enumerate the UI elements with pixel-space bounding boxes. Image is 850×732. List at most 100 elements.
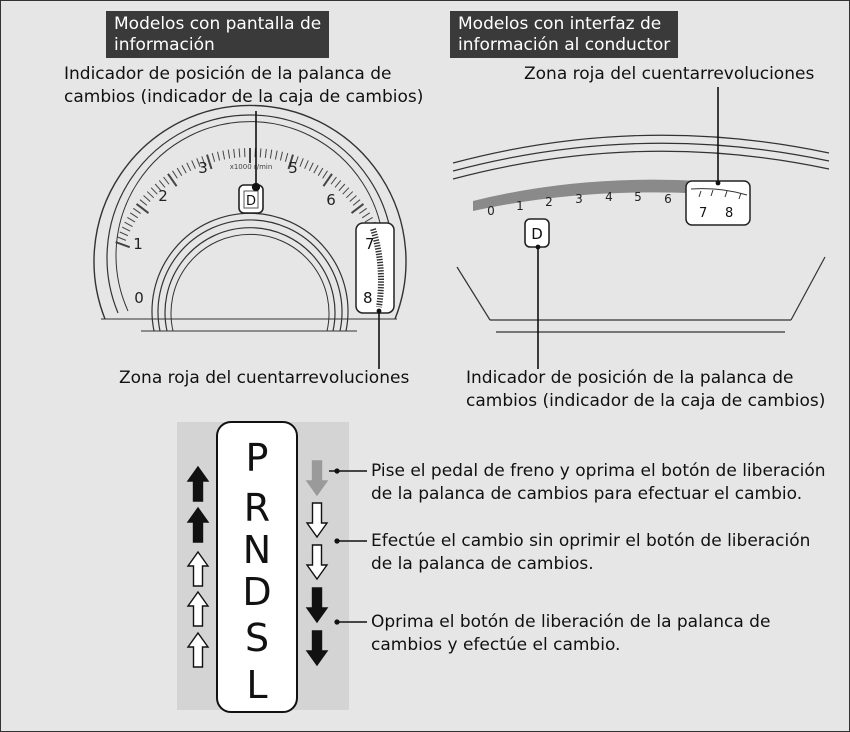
tick <box>299 158 304 167</box>
down-arrow-filled-icon <box>305 587 329 624</box>
tick <box>176 167 183 176</box>
tick <box>287 154 294 170</box>
tick <box>127 217 136 223</box>
up-arrow-outline-icon <box>186 590 210 627</box>
tag-info-display: Modelos con pantalla de información <box>106 11 330 58</box>
note-no-release: Efectúe el cambio sin oprimir el botón d… <box>371 531 811 574</box>
tick <box>264 148 267 158</box>
tick <box>313 165 319 174</box>
tick <box>119 231 129 237</box>
tag-line: información <box>114 35 215 55</box>
tag-driver-interface: Modelos con interfaz de información al c… <box>450 11 679 58</box>
left-tach-number: 6 <box>326 191 336 209</box>
up-arrow-filled-icon <box>186 506 210 543</box>
tick <box>352 199 361 206</box>
label-shift-indicator-left: Indicador de posición de la palanca de c… <box>64 64 424 107</box>
right-tach-number: 1 <box>516 199 524 213</box>
right-gear-letter: D <box>531 225 543 243</box>
left-tach-number: 3 <box>198 159 208 177</box>
tick <box>211 152 216 162</box>
tick <box>322 173 333 187</box>
tick <box>163 176 170 185</box>
tick <box>274 150 278 160</box>
tick <box>181 165 187 174</box>
tick <box>294 156 299 166</box>
tick <box>233 148 236 158</box>
right-num-7: 7 <box>699 206 707 221</box>
right-tach-number: 5 <box>634 190 642 204</box>
tick <box>304 160 309 169</box>
label-shift-indicator-right: Indicador de posición de la palanca de c… <box>466 368 826 411</box>
tick <box>158 180 166 188</box>
left-tach-number: 2 <box>158 187 168 205</box>
tick <box>279 151 283 161</box>
tick <box>186 162 192 172</box>
right-tach-number: 3 <box>575 192 583 206</box>
label-redzone-right: Zona roja del cuentarrevoluciones <box>524 64 815 84</box>
tick <box>222 150 226 160</box>
tick <box>143 195 151 202</box>
tick <box>115 241 131 249</box>
right-tach-band <box>473 179 749 211</box>
shift-letter-s: S <box>245 616 269 660</box>
tick <box>135 203 150 214</box>
tick <box>334 180 342 188</box>
tick <box>146 191 155 199</box>
shift-letter-p: P <box>246 436 269 480</box>
tick <box>227 149 231 159</box>
tick <box>124 221 133 227</box>
tick <box>350 203 365 214</box>
tick <box>196 158 201 167</box>
tick <box>342 187 350 195</box>
left-tach-number: 1 <box>133 235 143 253</box>
left-num-7: 7 <box>365 235 375 253</box>
left-arrows <box>186 465 210 668</box>
tick <box>338 183 346 192</box>
left-redzone-box: 7 8 <box>355 222 395 314</box>
left-tach-number: 0 <box>134 289 144 307</box>
right-num-8: 8 <box>725 206 733 221</box>
down-arrow-outline-icon <box>305 502 329 539</box>
tick <box>117 236 127 241</box>
right-redzone-box: 7 8 <box>685 180 751 226</box>
shift-letter-l: L <box>246 663 267 707</box>
down-arrow-filled-icon <box>305 630 329 667</box>
tick <box>308 162 314 172</box>
note-press-release: Oprima el botón de liberación de la pala… <box>371 612 771 655</box>
note-brake-release: Pise el pedal de freno y oprima el botón… <box>371 461 826 504</box>
label-redzone-left: Zona roja del cuentarrevoluciones <box>119 368 410 388</box>
tick <box>361 212 371 219</box>
tick <box>238 148 241 158</box>
right-tach-number: 0 <box>487 204 495 218</box>
tick <box>121 226 131 232</box>
tag-line: información al conductor <box>458 35 671 55</box>
shift-letter-d: D <box>242 570 271 614</box>
tick <box>129 212 139 219</box>
tick <box>139 199 148 206</box>
right-cluster <box>452 134 830 333</box>
right-tach-number: 6 <box>664 192 672 206</box>
tick <box>349 195 357 202</box>
tick <box>154 183 162 192</box>
tick <box>330 176 337 185</box>
shifter-gate <box>216 421 298 713</box>
right-tach-number: 2 <box>545 195 553 209</box>
left-gear-indicator: D <box>238 184 264 214</box>
right-gear-indicator: D <box>524 218 550 248</box>
down-arrow-outline-icon <box>305 544 329 581</box>
tick <box>317 167 324 176</box>
tick <box>191 160 196 169</box>
shift-letter-n: N <box>243 528 271 572</box>
shift-letter-r: R <box>244 486 270 530</box>
tick <box>359 207 367 214</box>
left-num-8: 8 <box>363 289 373 307</box>
right-arrows <box>305 460 329 667</box>
tag-line: Modelos con pantalla de <box>114 14 322 34</box>
tick <box>269 149 273 159</box>
tick <box>322 170 328 179</box>
